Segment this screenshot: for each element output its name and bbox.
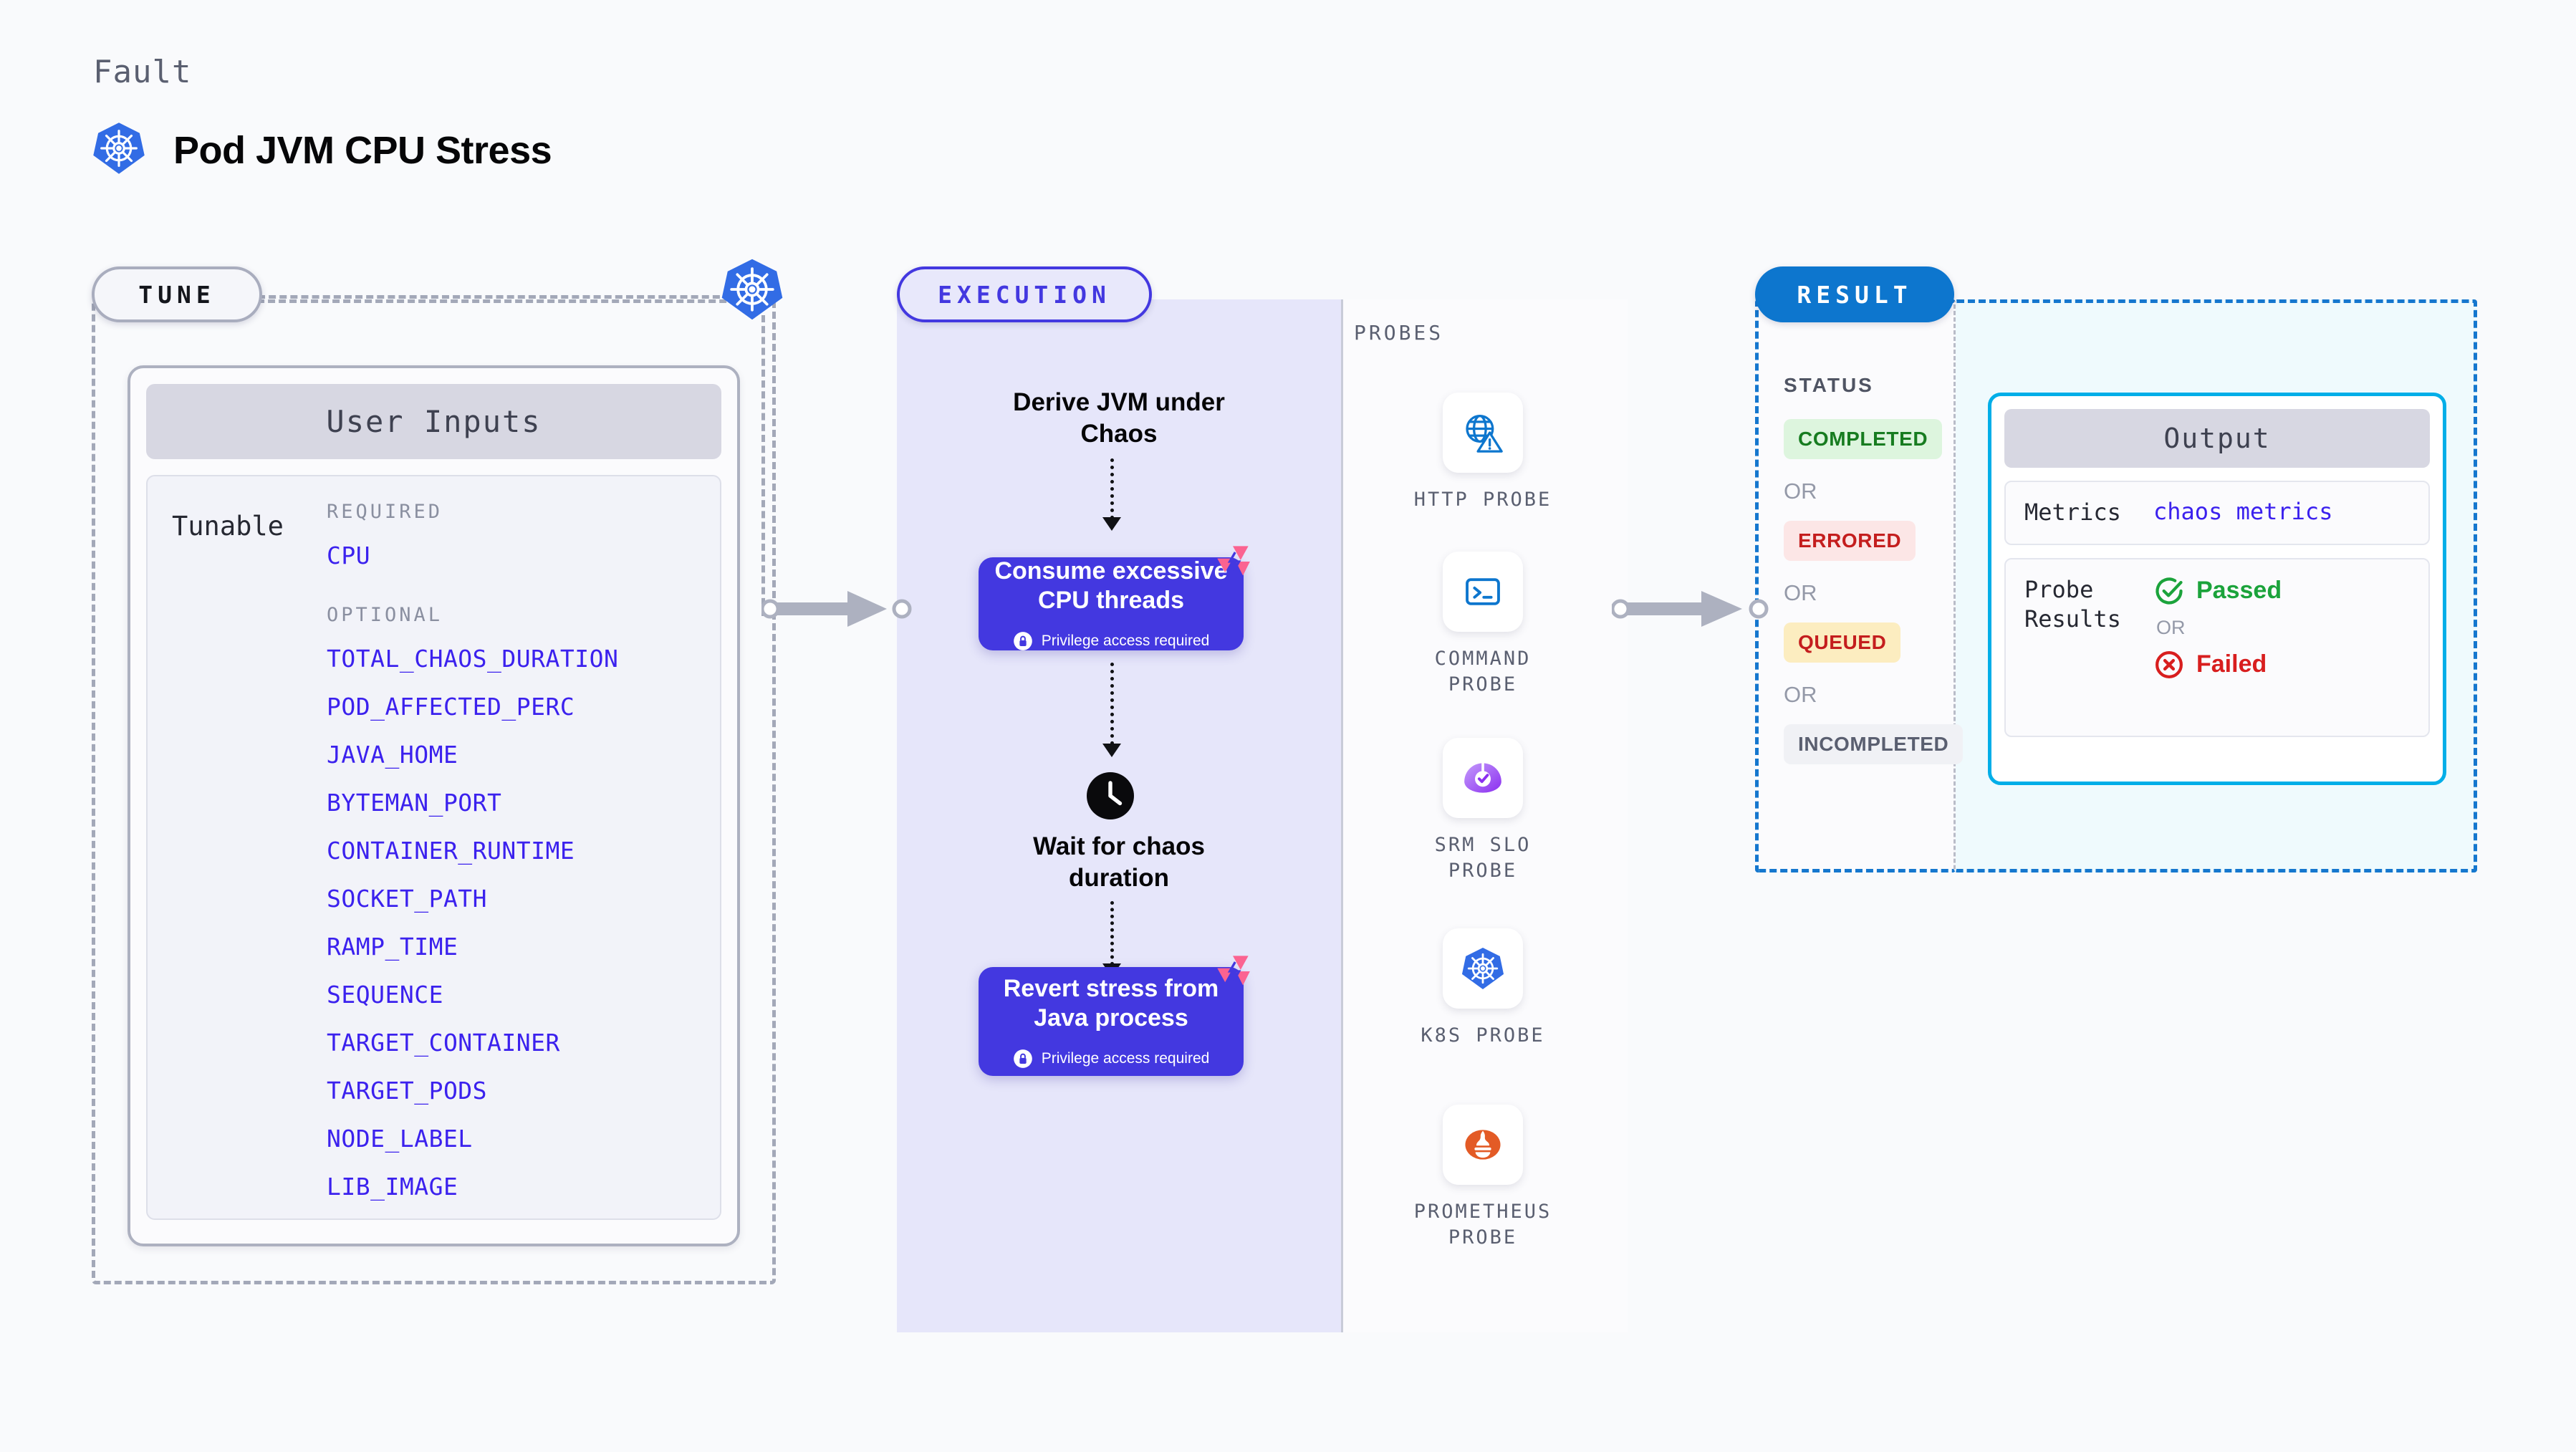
probe-label: HTTP PROBE xyxy=(1413,489,1552,511)
execution-card-title: Consume excessive CPU threads xyxy=(994,557,1228,614)
tunable-item[interactable]: RAMP_TIME xyxy=(327,933,458,961)
execution-pill[interactable]: EXECUTION xyxy=(897,266,1152,322)
tune-right-connector xyxy=(761,315,765,616)
metrics-value[interactable]: chaos metrics xyxy=(2153,498,2333,525)
status-badge-errored: ERRORED xyxy=(1784,521,1916,561)
check-circle-icon xyxy=(2156,577,2183,605)
probe-results-values: Passed OR Failed xyxy=(2153,575,2282,720)
output-title: Output xyxy=(2004,409,2430,468)
required-heading: REQUIRED xyxy=(327,501,443,523)
tunable-item[interactable]: TARGET_CONTAINER xyxy=(327,1029,560,1057)
tune-zone xyxy=(92,299,776,1284)
flow-arrow xyxy=(1110,901,1114,966)
metrics-key: Metrics xyxy=(2024,499,2121,526)
tunable-label: Tunable xyxy=(172,511,284,542)
probe-label: COMMAND PROBE xyxy=(1434,648,1532,696)
tunable-item[interactable]: BYTEMAN_PORT xyxy=(327,789,502,817)
tunable-item[interactable]: TARGET_PODS xyxy=(327,1077,488,1105)
kubernetes-icon xyxy=(720,256,784,326)
probe-result-passed: Passed xyxy=(2153,575,2282,607)
tunable-item[interactable]: NODE_LABEL xyxy=(327,1125,473,1153)
clock-icon xyxy=(1085,770,1136,825)
tunable-item[interactable]: CONTAINER_RUNTIME xyxy=(327,837,575,865)
output-row-metrics: Metrics chaos metrics xyxy=(2004,481,2430,545)
probes-title: PROBES xyxy=(1354,321,1444,345)
probe-http[interactable]: HTTP PROBE xyxy=(1397,393,1569,513)
user-inputs-card: User Inputs Tunable REQUIRED CPU OPTIONA… xyxy=(128,365,740,1246)
status-badge-completed: COMPLETED xyxy=(1784,419,1943,459)
probe-command[interactable]: COMMAND PROBE xyxy=(1397,552,1569,698)
probe-label: SRM SLO PROBE xyxy=(1434,834,1532,883)
execution-step-wait: Wait for chaos duration xyxy=(1033,832,1205,892)
flow-arrow-head xyxy=(1102,517,1121,531)
status-badge-queued: QUEUED xyxy=(1784,622,1901,663)
execution-card-consume[interactable]: Consume excessive CPU threads Privilege … xyxy=(979,557,1244,651)
passed-label: Passed xyxy=(2196,577,2282,605)
flow-arrow xyxy=(1110,663,1114,745)
probe-result-failed: Failed xyxy=(2153,649,2282,681)
probe-k8s[interactable]: K8S PROBE xyxy=(1397,928,1569,1049)
tune-pill[interactable]: TUNE xyxy=(92,266,262,322)
tunable-item[interactable]: POD_AFFECTED_PERC xyxy=(327,693,575,721)
tunable-item[interactable]: CPU xyxy=(327,542,371,569)
probe-results-key: Probe Results xyxy=(2024,575,2121,633)
tunable-item[interactable]: SOCKET_PATH xyxy=(327,885,488,913)
prometheus-icon xyxy=(1443,1105,1523,1185)
tunable-item[interactable]: SEQUENCE xyxy=(327,981,443,1009)
privilege-row: Privilege access required xyxy=(1013,631,1210,651)
probe-label: PROMETHEUS PROBE xyxy=(1413,1201,1552,1249)
probe-label: K8S PROBE xyxy=(1421,1024,1545,1047)
output-row-probe-results: Probe Results Passed OR Faile xyxy=(2004,557,2430,737)
status-title: STATUS xyxy=(1784,374,1874,396)
or-label: OR xyxy=(1784,479,1817,504)
tunable-item[interactable]: TOTAL_CHAOS_DURATION xyxy=(327,645,619,673)
tune-top-connector xyxy=(258,295,731,299)
lock-icon xyxy=(1013,632,1032,651)
connector-execution-to-result xyxy=(1612,591,1769,627)
or-label: OR xyxy=(2156,616,2186,638)
tunables-body: Tunable REQUIRED CPU OPTIONAL TOTAL_CHAO… xyxy=(146,475,721,1220)
litmus-icon xyxy=(1214,543,1251,584)
output-card: Output Metrics chaos metrics Probe Resul… xyxy=(1988,393,2446,785)
privilege-row: Privilege access required xyxy=(1013,1049,1210,1069)
terminal-icon xyxy=(1443,552,1523,632)
user-inputs-title: User Inputs xyxy=(146,384,721,459)
execution-step-derive: Derive JVM under Chaos xyxy=(1013,388,1225,448)
flow-arrow xyxy=(1110,458,1114,519)
status-zone xyxy=(1755,299,1956,872)
or-label: OR xyxy=(1784,682,1817,707)
failed-label: Failed xyxy=(2196,650,2267,678)
x-circle-icon xyxy=(2156,650,2183,678)
tunable-list: REQUIRED CPU OPTIONAL TOTAL_CHAOS_DURATI… xyxy=(327,501,720,1218)
status-badge-incompleted: INCOMPLETED xyxy=(1784,724,1964,764)
or-label: OR xyxy=(1784,580,1817,605)
litmus-icon xyxy=(1214,953,1251,994)
fault-kicker: Fault xyxy=(93,54,192,90)
connector-tune-to-execution xyxy=(761,591,912,627)
kubernetes-icon xyxy=(1443,928,1523,1009)
page-title: Pod JVM CPU Stress xyxy=(173,128,552,172)
execution-card-revert[interactable]: Revert stress from Java process Privileg… xyxy=(979,967,1244,1076)
privilege-text: Privilege access required xyxy=(1041,1050,1210,1067)
optional-heading: OPTIONAL xyxy=(327,604,443,626)
tunable-item[interactable]: JAVA_HOME xyxy=(327,741,458,769)
result-pill[interactable]: RESULT xyxy=(1755,266,1954,322)
flow-arrow-head xyxy=(1102,744,1121,757)
fault-title-row: Pod JVM CPU Stress xyxy=(92,120,552,180)
privilege-text: Privilege access required xyxy=(1041,633,1210,650)
kubernetes-icon xyxy=(92,120,146,180)
lock-icon xyxy=(1013,1049,1032,1069)
probe-prometheus[interactable]: PROMETHEUS PROBE xyxy=(1397,1105,1569,1251)
tunable-item[interactable]: LIB_IMAGE xyxy=(327,1173,458,1201)
globe-warning-icon xyxy=(1443,393,1523,473)
execution-card-title: Revert stress from Java process xyxy=(1003,974,1219,1032)
slo-gauge-icon xyxy=(1443,738,1523,818)
probe-srm-slo[interactable]: SRM SLO PROBE xyxy=(1397,738,1569,885)
